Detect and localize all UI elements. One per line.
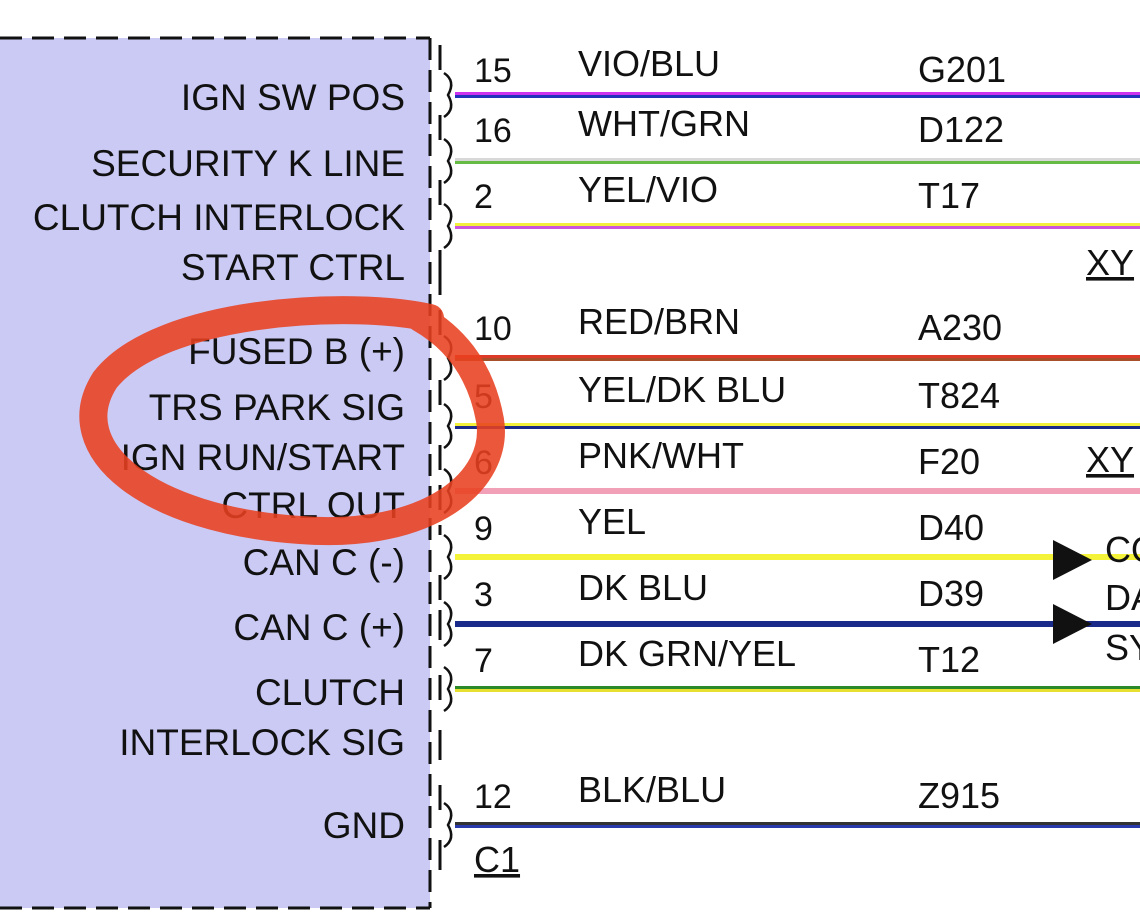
connector-name: C1 xyxy=(474,839,520,880)
pin-number: 2 xyxy=(474,178,493,216)
pin-bracket xyxy=(443,533,453,581)
wires: 15 VIO/BLU G201 16 WHT/GRN D122 2 YEL/VIO T17 10 R… xyxy=(443,43,1140,849)
wire-color-code: WHT/GRN xyxy=(578,103,750,144)
circuit-id: T12 xyxy=(918,639,980,680)
module-label: TRS PARK SIG xyxy=(149,387,405,428)
annotation-circle xyxy=(79,296,505,546)
circuit-id: T17 xyxy=(918,175,980,216)
wire-color-code: YEL/DK BLU xyxy=(578,369,786,410)
wire-color-code: DK BLU xyxy=(578,567,708,608)
pin-bracket xyxy=(443,137,453,185)
pin-number: 10 xyxy=(474,310,512,348)
pin-number: 12 xyxy=(474,778,512,816)
circuit-id: D39 xyxy=(918,573,984,614)
wire-color-code: BLK/BLU xyxy=(578,769,726,810)
module-label: INTERLOCK SIG xyxy=(119,722,405,763)
pin-number: 9 xyxy=(474,510,493,548)
module-label: START CTRL xyxy=(181,247,405,288)
wire-color-code: DK GRN/YEL xyxy=(578,633,796,674)
pin-bracket xyxy=(443,665,453,713)
pin-bracket xyxy=(443,801,453,849)
circuit-id: D122 xyxy=(918,109,1004,150)
pin-bracket xyxy=(443,600,453,648)
pin-number: 15 xyxy=(474,52,512,90)
wire-color-code: PNK/WHT xyxy=(578,435,744,476)
circuit-id: D40 xyxy=(918,507,984,548)
circuit-id: F20 xyxy=(918,441,980,482)
arrow-right-icon xyxy=(1053,604,1092,644)
pin-bracket xyxy=(443,402,453,450)
pin-bracket xyxy=(443,202,453,250)
circuit-id: A230 xyxy=(918,307,1002,348)
edge-ref-text: XY xyxy=(1086,242,1134,283)
wire-color-code: YEL xyxy=(578,501,646,542)
wire-color-code: RED/BRN xyxy=(578,301,740,342)
circuit-id: G201 xyxy=(918,49,1006,90)
edge-ref-text: SY xyxy=(1105,627,1140,668)
module-label: IGN RUN/START xyxy=(121,437,405,478)
wire-color-code: YEL/VIO xyxy=(578,169,718,210)
edge-ref-text: CO xyxy=(1105,529,1140,570)
circuit-id: T824 xyxy=(918,375,1000,416)
module-label: GND xyxy=(323,805,405,846)
edge-ref-text: XY xyxy=(1086,439,1134,480)
module-label: SECURITY K LINE xyxy=(91,143,405,184)
module-label: CLUTCH INTERLOCK xyxy=(33,197,405,238)
pin-bracket xyxy=(443,71,453,119)
wire-color-code: VIO/BLU xyxy=(578,43,720,84)
module-label: CAN C (+) xyxy=(233,607,405,648)
circuit-id: Z915 xyxy=(918,775,1000,816)
module-label: FUSED B (+) xyxy=(188,331,405,372)
pin-number: 3 xyxy=(474,576,493,614)
module-labels: IGN SW POS SECURITY K LINE CLUTCH INTERL… xyxy=(33,77,405,846)
arrow-right-icon xyxy=(1053,540,1092,580)
module-label: IGN SW POS xyxy=(181,77,405,118)
pin-number: 7 xyxy=(474,642,493,680)
module-label: CAN C (-) xyxy=(243,542,405,583)
pin-number: 16 xyxy=(474,112,512,150)
module-body xyxy=(0,38,430,908)
module-label: CLUTCH xyxy=(255,672,405,713)
edge-ref-text: DA xyxy=(1105,577,1140,618)
